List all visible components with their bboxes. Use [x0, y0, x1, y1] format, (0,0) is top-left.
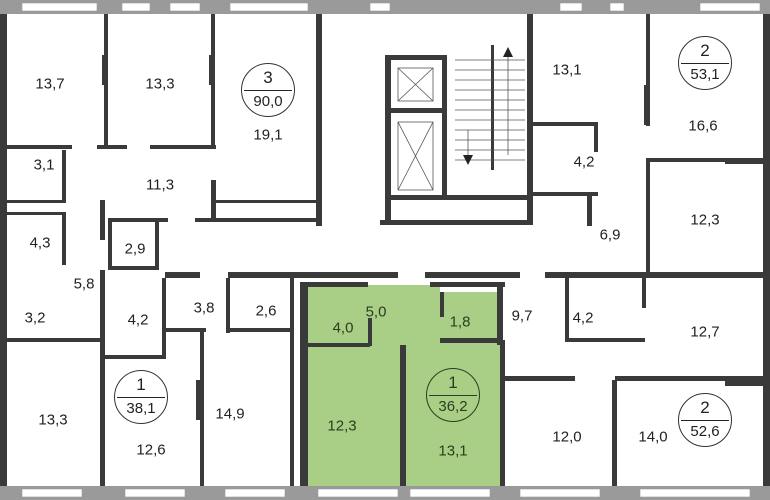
room-area: 6,9: [599, 226, 621, 244]
windows: [21, 2, 761, 498]
apartment-area: 90,0: [253, 93, 283, 110]
rooms-count: 3: [244, 64, 292, 91]
apartment-badge: 1 38,1: [114, 370, 168, 424]
rooms-count: 1: [117, 371, 165, 398]
room-area: 16,6: [688, 117, 718, 135]
room-area: 2,9: [124, 240, 146, 258]
apartment-badge: 3 90,0: [241, 63, 295, 117]
room-area: 12,3: [327, 417, 357, 435]
room-area: 4,2: [572, 309, 594, 327]
room-area: 13,3: [38, 411, 68, 429]
apartment-area: 38,1: [126, 400, 156, 417]
room-area: 19,1: [253, 126, 283, 144]
apartment-badge: 2 52,6: [678, 393, 732, 447]
room-area: 3,8: [193, 299, 215, 317]
apartment-badge: 2 53,1: [678, 36, 732, 90]
room-area: 1,8: [449, 313, 471, 331]
room-area: 13,1: [552, 61, 582, 79]
room-area: 3,2: [24, 309, 46, 327]
room-area: 13,7: [35, 75, 65, 93]
room-area: 4,3: [29, 234, 51, 252]
apartment-badge-highlighted[interactable]: 1 36,2: [426, 368, 480, 422]
room-area: 14,0: [638, 428, 668, 446]
stairs-down-arrow-icon: [463, 155, 473, 165]
room-area: 9,7: [511, 307, 533, 325]
room-area: 11,3: [145, 176, 175, 194]
apartment-area: 53,1: [690, 66, 720, 83]
wall-segments: [0, 14, 770, 486]
room-area: 4,0: [332, 319, 354, 337]
room-area: 12,6: [136, 441, 166, 459]
apartment-area: 52,6: [690, 423, 720, 440]
rooms-count: 2: [681, 394, 729, 421]
room-area: 4,2: [573, 153, 595, 171]
stairs-and-elevators: [397, 55, 525, 191]
room-area: 12,3: [690, 211, 720, 229]
room-area: 5,0: [365, 303, 387, 321]
apartment-area: 36,2: [438, 398, 468, 415]
room-area: 13,3: [145, 75, 175, 93]
stairs-up-arrow-icon: [503, 47, 513, 57]
room-area: 14,9: [215, 405, 245, 423]
room-area: 12,0: [552, 428, 582, 446]
room-area: 5,8: [73, 275, 95, 293]
room-area: 3,1: [33, 156, 55, 174]
room-area: 2,6: [255, 302, 277, 320]
rooms-count: 1: [429, 369, 477, 396]
room-area: 13,1: [438, 442, 468, 460]
rooms-count: 2: [681, 37, 729, 64]
room-area: 12,7: [690, 323, 720, 341]
room-area: 4,2: [127, 311, 149, 329]
